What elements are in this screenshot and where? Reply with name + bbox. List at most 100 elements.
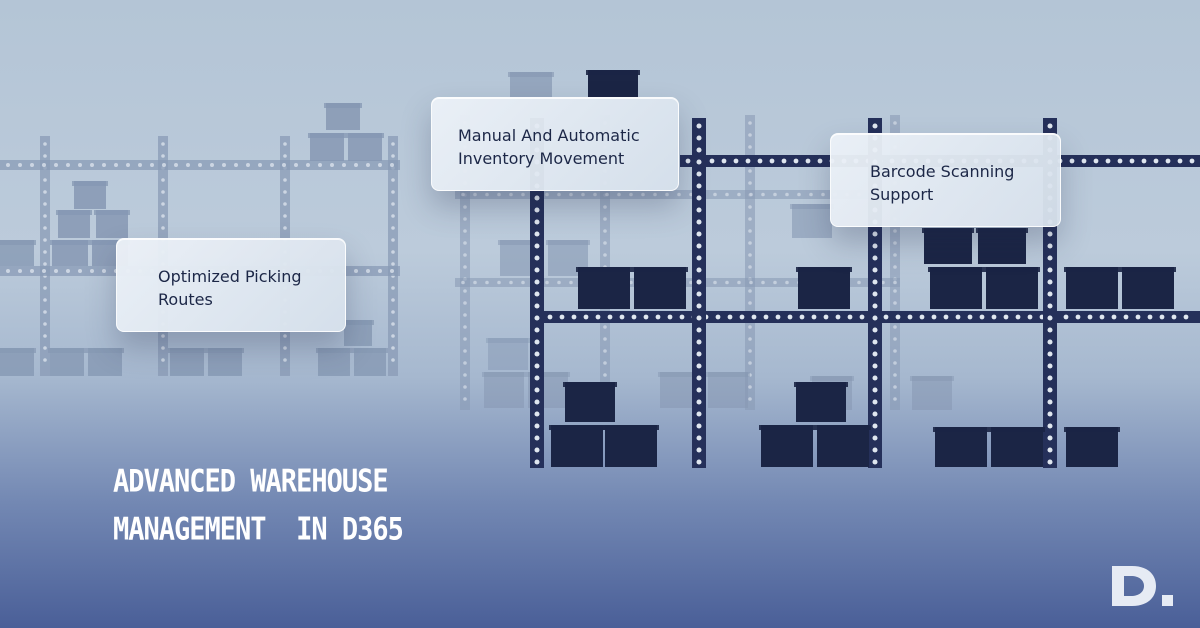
rack-hole	[330, 163, 334, 167]
rack-hole	[835, 314, 841, 320]
rack-hole	[696, 231, 702, 237]
rack-hole	[1047, 243, 1053, 249]
rack-post	[388, 136, 398, 376]
storage-box-lid	[482, 372, 526, 377]
rack-hole	[893, 397, 897, 401]
rack-hole	[210, 163, 214, 167]
storage-box	[796, 382, 846, 422]
storage-box-lid	[563, 382, 617, 387]
rack-hole	[809, 192, 813, 197]
storage-box	[708, 372, 748, 408]
storage-box-lid	[526, 372, 570, 377]
rack-hole	[1047, 123, 1053, 129]
rack-hole	[1047, 447, 1053, 453]
rack-hole	[872, 303, 878, 309]
headline: ADVANCED WAREHOUSE MANAGEMENT IN D365	[113, 458, 404, 555]
rack-hole	[872, 447, 878, 453]
storage-box	[986, 267, 1038, 309]
rack-hole	[629, 192, 633, 197]
storage-box-lid	[206, 348, 244, 353]
rack-hole	[583, 314, 589, 320]
rack-hole	[43, 154, 47, 158]
rack-hole	[161, 202, 165, 206]
rack-hole	[1177, 158, 1183, 164]
rack-hole	[463, 337, 467, 341]
storage-box-lid	[796, 267, 852, 272]
rack-hole	[696, 459, 702, 465]
rack-hole	[283, 142, 287, 146]
rack-hole	[748, 205, 752, 209]
storage-box-lid	[658, 372, 702, 377]
rack-hole	[641, 192, 645, 197]
storage-box-lid	[50, 240, 90, 245]
rack-hole	[557, 280, 561, 285]
storage-box-lid	[989, 427, 1045, 432]
rack-hole	[603, 205, 607, 209]
storage-box	[484, 372, 524, 408]
storage-box-lid	[56, 210, 92, 215]
rack-hole	[485, 192, 489, 197]
rack-hole	[534, 447, 540, 453]
feature-card-inventory-movement: Manual And Automatic Inventory Movement	[431, 97, 679, 191]
storage-box-lid	[342, 320, 374, 325]
rack-hole	[748, 337, 752, 341]
rack-hole	[1015, 314, 1021, 320]
storage-box-lid	[48, 348, 86, 353]
rack-hole	[174, 163, 178, 167]
rack-hole	[391, 346, 395, 350]
rack-hole	[90, 163, 94, 167]
rack-hole	[696, 267, 702, 273]
rack-hole	[461, 192, 465, 197]
storage-box-lid	[0, 240, 36, 245]
rack-hole	[1075, 314, 1081, 320]
rack-hole	[893, 253, 897, 257]
rack-hole	[30, 269, 34, 273]
rack-hole	[534, 279, 540, 285]
rack-hole	[391, 286, 395, 290]
rack-hole	[521, 280, 525, 285]
rack-hole	[696, 279, 702, 285]
rack-hole	[893, 265, 897, 269]
rack-hole	[354, 163, 358, 167]
rack-hole	[749, 280, 753, 285]
rack-hole	[463, 349, 467, 353]
rack-hole	[696, 303, 702, 309]
rack-hole	[547, 314, 553, 320]
rack-hole	[557, 192, 561, 197]
rack-hole	[739, 314, 745, 320]
rack-hole	[872, 267, 878, 273]
storage-box	[488, 338, 528, 370]
storage-box-lid	[1064, 267, 1120, 272]
storage-box-lid	[632, 267, 688, 272]
rack-hole	[872, 351, 878, 357]
rack-hole	[689, 280, 693, 285]
rack-hole	[872, 375, 878, 381]
storage-box	[978, 228, 1026, 264]
rack-hole	[126, 163, 130, 167]
rack-hole	[463, 217, 467, 221]
rack-hole	[893, 325, 897, 329]
rack-hole	[78, 163, 82, 167]
rack-hole	[391, 214, 395, 218]
rack-hole	[643, 314, 649, 320]
rack-hole	[161, 214, 165, 218]
storage-box	[924, 228, 972, 264]
rack-hole	[785, 280, 789, 285]
rack-hole	[1099, 314, 1105, 320]
rack-hole	[595, 314, 601, 320]
rack-hole	[222, 163, 226, 167]
rack-hole	[534, 255, 540, 261]
rack-hole	[748, 181, 752, 185]
rack-hole	[390, 163, 394, 167]
rack-hole	[748, 229, 752, 233]
rack-hole	[161, 358, 165, 362]
storage-box	[1066, 427, 1118, 467]
rack-hole	[534, 363, 540, 369]
storage-box	[605, 425, 657, 467]
rack-hole	[737, 280, 741, 285]
rack-hole	[66, 163, 70, 167]
rack-hole	[872, 315, 878, 321]
rack-hole	[725, 280, 729, 285]
rack-hole	[1047, 291, 1053, 297]
rack-hole	[1047, 351, 1053, 357]
